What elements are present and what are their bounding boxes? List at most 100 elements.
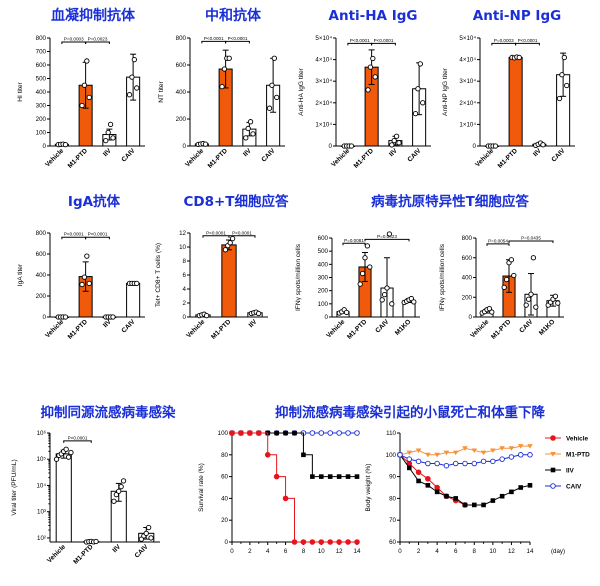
data-point <box>396 140 402 146</box>
marker <box>345 539 351 545</box>
data-point <box>81 82 88 88</box>
category-label: CAIV <box>374 318 391 335</box>
y-tick-label: 400 <box>462 275 473 282</box>
y-tick-label: 4×10⁴ <box>459 57 476 64</box>
bar <box>221 244 237 318</box>
y-tick-label: 1×10⁴ <box>459 121 476 128</box>
y-tick-label: 12 <box>179 230 186 237</box>
marker <box>309 430 316 436</box>
y-axis-title: Survival rate (%) <box>198 463 205 512</box>
category-label: Vehicle <box>185 318 206 339</box>
data-point <box>372 74 378 80</box>
marker <box>354 539 360 545</box>
y-tick-label: 6 <box>183 272 187 279</box>
data-point <box>219 83 225 90</box>
y-tick-label: 600 <box>462 255 473 262</box>
data-point <box>386 231 393 237</box>
y-tick-label: 400 <box>176 89 187 96</box>
data-point <box>417 61 423 67</box>
data-point <box>391 137 397 144</box>
data-point <box>501 284 507 291</box>
y-tick-label: 4 <box>183 286 187 293</box>
data-point <box>243 135 249 141</box>
y-tick-label: 40 <box>221 495 228 502</box>
sig-bracket <box>225 40 250 44</box>
marker <box>327 539 334 545</box>
y-tick-label: 200 <box>318 288 329 295</box>
category-label: IIV <box>112 543 123 554</box>
y-tick-label: 200 <box>176 116 187 123</box>
data-point <box>411 299 417 305</box>
category-label: CAIV <box>120 318 137 335</box>
sig-bracket <box>61 41 87 45</box>
marker <box>345 430 351 436</box>
marker <box>327 430 333 436</box>
y-tick-label: 3×10⁴ <box>315 78 332 85</box>
marker <box>462 502 468 508</box>
y-tick-label: 60 <box>221 474 228 481</box>
y-tick-label: 100 <box>36 130 47 137</box>
y-tick-label: 0 <box>43 314 47 321</box>
sig-label: P<0.0001 <box>232 230 252 235</box>
sig-label: P=0.0003 <box>494 38 514 43</box>
marker <box>434 489 440 495</box>
y-tick-label: 20 <box>221 517 228 524</box>
marker <box>453 496 459 501</box>
marker <box>499 446 505 451</box>
category-label: CAIV <box>260 147 277 164</box>
data-point <box>222 247 229 253</box>
y-tick-label: 600 <box>318 235 329 242</box>
data-point <box>62 141 69 148</box>
sig-bracket <box>515 42 540 46</box>
category-label: Vehicle <box>44 147 65 168</box>
marker <box>517 444 524 449</box>
category-label: IIV <box>102 318 113 329</box>
marker <box>415 448 422 454</box>
marker <box>550 452 556 457</box>
marker <box>434 484 440 491</box>
marker <box>434 452 440 458</box>
marker <box>247 430 253 436</box>
y-tick-label: 10⁵ <box>37 456 47 463</box>
data-point <box>143 530 149 536</box>
marker <box>301 452 306 458</box>
x-tick-label: 8 <box>302 548 306 555</box>
y-tick-label: 400 <box>318 261 329 268</box>
heading-iga: IgA抗体 <box>68 193 121 210</box>
y-tick-label: 100 <box>386 452 397 459</box>
x-tick-label: 6 <box>454 548 458 555</box>
marker <box>434 460 440 467</box>
marker <box>318 430 325 436</box>
category-label: M1KO <box>538 318 556 336</box>
legend-label: Vehicle <box>566 435 588 442</box>
data-point <box>148 535 154 541</box>
y-tick-label: 500 <box>318 248 329 255</box>
x-tick-label: 12 <box>508 548 515 555</box>
marker <box>508 446 515 451</box>
marker <box>406 465 412 471</box>
category-label: M1-PTD <box>497 147 519 169</box>
category-label: Vehicle <box>330 147 351 168</box>
data-point <box>131 56 137 63</box>
marker <box>425 460 431 467</box>
x-tick-label: 10 <box>489 548 496 555</box>
x-tick-label: 8 <box>473 548 477 555</box>
x-tick-label: 14 <box>354 548 361 555</box>
category-label: M1-PTD <box>207 147 229 169</box>
marker <box>300 539 307 545</box>
y-tick-label: 0 <box>473 143 477 150</box>
sig-label: P=0.0435 <box>521 235 541 240</box>
data-point <box>389 301 395 307</box>
data-point <box>412 110 419 117</box>
marker <box>255 430 262 436</box>
y-axis-title: Viral titer (PFU/mL) <box>11 459 18 515</box>
data-point <box>79 102 85 109</box>
marker <box>443 450 450 456</box>
data-point <box>107 121 114 128</box>
heading-nt: 中和抗体 <box>205 7 262 24</box>
